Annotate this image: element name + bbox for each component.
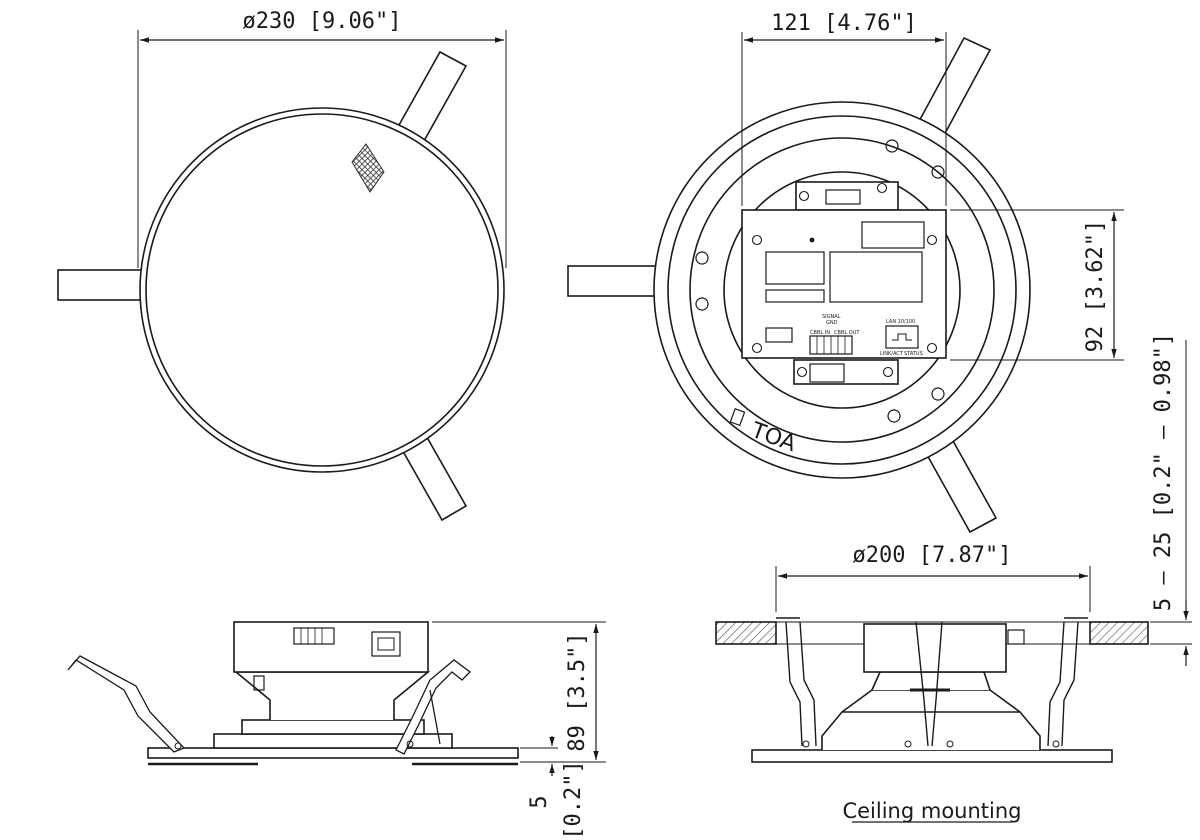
dim-panel-height: [950, 209, 1124, 361]
side-view: [67, 621, 519, 766]
link-act-label: LINK/ACT: [880, 351, 904, 357]
cbl-in-label: CBBL IN: [810, 330, 830, 336]
gnd-label: GND: [826, 320, 838, 326]
bracket-screw: [876, 182, 888, 194]
mount-flange: [751, 749, 1113, 763]
flange-value-label: 5: [527, 795, 552, 808]
dim-side-height: [432, 621, 606, 763]
mount-clip-center: [915, 621, 929, 747]
lan-jack: [885, 325, 919, 349]
spring-clip-right: [395, 659, 471, 755]
side-flange: [147, 747, 519, 759]
dim-top-diameter: [137, 30, 507, 268]
screw: [931, 165, 945, 179]
panel-height-label: 92 [3.62"]: [1083, 220, 1108, 352]
panel-screw: [751, 342, 763, 354]
lower-bracket: [793, 359, 899, 385]
label-area-3: [829, 251, 923, 303]
outer-bezel: [139, 107, 505, 473]
bracket-screw: [882, 366, 894, 378]
label-area-2: [765, 251, 825, 285]
dim-ceiling-thickness: [1150, 340, 1192, 666]
front-view: [57, 50, 505, 522]
cbl-out-label: CBBL OUT: [834, 330, 860, 336]
back-can: [689, 137, 995, 443]
panel-screw: [751, 234, 763, 246]
ceiling-board-right: [1089, 621, 1149, 645]
caption: Ceiling mounting: [842, 799, 1021, 823]
dim-panel-width: [741, 32, 947, 206]
mount-can: [863, 623, 1007, 673]
bracket-screw: [796, 366, 808, 378]
status-label: STATUS: [904, 351, 923, 357]
screw: [695, 297, 709, 311]
back-basket: [723, 171, 961, 409]
grille-logo-patch: [351, 143, 385, 193]
lan-port-label: LAN 10/100: [886, 319, 915, 325]
mount-clip-right: [1047, 621, 1065, 747]
screw: [931, 387, 945, 401]
back-inner-ring: [667, 115, 1017, 465]
label-area-1: [861, 221, 925, 249]
bracket-screw: [798, 190, 810, 202]
label-area-4: [765, 289, 825, 303]
side-height-label: 89 [3.5"]: [565, 632, 590, 751]
mounting-arm-left: [57, 269, 149, 301]
panel-screw: [926, 342, 938, 354]
side-terminal-block: [293, 627, 335, 645]
cutout-diameter-label: ø200 [7.87"]: [853, 543, 1012, 568]
screw: [885, 139, 899, 153]
dim-flange: [520, 736, 558, 776]
upper-bracket: [795, 181, 899, 211]
back-view: [567, 36, 1031, 534]
spring-clip-left: [67, 655, 186, 753]
mount-clip-left: [785, 621, 803, 747]
label-area-5: [765, 327, 793, 343]
side-lan-jack: [371, 631, 401, 657]
side-control-box: [233, 621, 429, 673]
screw: [695, 251, 709, 265]
toa-logo-icon: [729, 408, 746, 427]
signal-label: SIGNAL: [822, 314, 841, 320]
top-diameter-label: ø230 [9.06"]: [243, 9, 402, 34]
ceiling-mounting-view: [715, 617, 1149, 763]
screw: [887, 409, 901, 423]
ceiling-thickness-label: 5 – 25 [0.2" – 0.98"]: [1151, 333, 1176, 611]
ceiling-board-left: [715, 621, 777, 645]
flange-inch-label: [0.2"]: [561, 760, 586, 839]
panel-width-label: 121 [4.76"]: [771, 11, 917, 36]
dim-cutout: [775, 566, 1091, 612]
panel-screw: [926, 234, 938, 246]
grille: [145, 113, 499, 467]
